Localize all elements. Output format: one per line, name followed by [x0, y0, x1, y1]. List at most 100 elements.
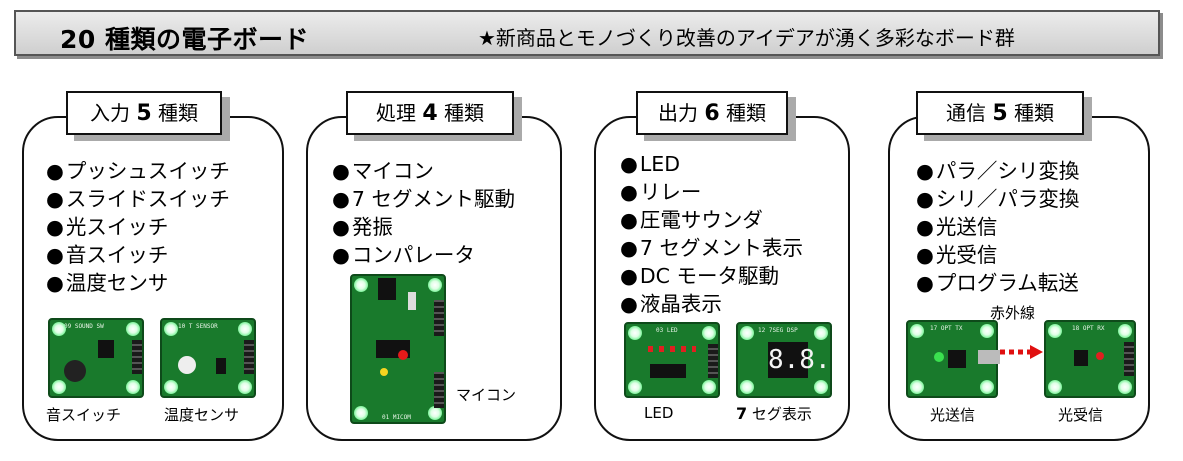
led — [428, 278, 442, 292]
list-item: プッシュスイッチ — [46, 157, 230, 185]
micom-board: 01 MICOM — [350, 274, 446, 424]
tab-processing: 処理 4 種類 — [346, 91, 514, 135]
list-item: 圧電サウンダ — [620, 206, 803, 234]
communication-list: パラ／シリ変換 シリ／パラ変換 光送信 光受信 プログラム転送 — [916, 157, 1080, 297]
pin-header — [244, 340, 254, 374]
pin-header — [434, 372, 444, 408]
infrared-arrow-icon — [1000, 345, 1043, 359]
led — [628, 326, 642, 340]
list-item: 温度センサ — [46, 269, 230, 297]
list-item: プログラム転送 — [916, 269, 1079, 297]
status-led — [398, 350, 408, 360]
tab-output-count: 6 — [704, 101, 720, 126]
slide-switch — [408, 292, 416, 310]
list-item: 光スイッチ — [46, 213, 230, 241]
sound-switch-board: 09 SOUND SW — [48, 318, 144, 398]
tab-input: 入力 5 種類 — [66, 91, 222, 135]
list-item: リレー — [620, 178, 803, 206]
led — [910, 380, 924, 394]
led — [126, 322, 140, 336]
led — [354, 406, 368, 420]
led — [238, 380, 252, 394]
caption-opt-tx: 光送信 — [930, 406, 976, 424]
list-item: 音スイッチ — [46, 241, 230, 269]
title-banner: 20 種類の電子ボード ★新商品とモノづくり改善のアイデアが湧く多彩なボード群 — [14, 10, 1160, 56]
caption-seven-seg: 7 セグ表示 — [736, 404, 812, 423]
list-item: 光送信 — [916, 213, 1079, 241]
led — [702, 326, 716, 340]
led — [980, 324, 994, 338]
list-item: パラ／シリ変換 — [916, 157, 1080, 185]
banner-subtitle: ★新商品とモノづくり改善のアイデアが湧く多彩なボード群 — [478, 26, 1015, 50]
led — [354, 278, 368, 292]
caption-sound-switch: 音スイッチ — [46, 406, 122, 424]
green-led — [934, 352, 944, 362]
led — [740, 380, 754, 394]
tab-input-count: 5 — [136, 101, 152, 126]
opt-tx-board: 17 OPT TX — [906, 320, 1000, 398]
list-item: マイコン — [332, 157, 515, 185]
seven-seg-board: 12 7SEG DSP 8.8. — [736, 322, 832, 398]
led — [52, 322, 66, 336]
caption-micom: マイコン — [456, 386, 517, 404]
power-jack — [378, 278, 396, 300]
microphone — [64, 360, 86, 382]
pin-header — [132, 340, 142, 374]
opt-rx-board: 18 OPT RX — [1044, 320, 1136, 398]
led — [1118, 324, 1132, 338]
chip — [650, 364, 686, 378]
chip — [216, 358, 226, 374]
list-item: 7 セグメント表示 — [620, 234, 803, 262]
led — [702, 380, 716, 394]
ir-emitter — [978, 350, 1000, 364]
output-list: LED リレー 圧電サウンダ 7 セグメント表示 DC モータ駆動 液晶表示 — [620, 150, 803, 318]
list-item: コンパレータ — [332, 241, 515, 269]
led — [1118, 380, 1132, 394]
list-item: スライドスイッチ — [46, 185, 230, 213]
led — [980, 380, 994, 394]
processing-list: マイコン 7 セグメント駆動 発振 コンパレータ — [332, 157, 515, 269]
list-item: 光受信 — [916, 241, 1079, 269]
led — [238, 322, 252, 336]
tab-communication: 通信 5 種類 — [916, 91, 1084, 135]
ir-receiver — [1074, 350, 1088, 366]
pin-header — [708, 344, 718, 378]
red-led — [1096, 352, 1104, 360]
led — [164, 380, 178, 394]
tab-output: 出力 6 種類 — [636, 91, 788, 135]
chip — [948, 350, 966, 368]
list-item: DC モータ駆動 — [620, 262, 803, 290]
list-item: 液晶表示 — [620, 290, 803, 318]
temp-sensor-board: 10 T SENSOR — [160, 318, 256, 398]
led — [52, 380, 66, 394]
led — [164, 322, 178, 336]
infrared-label: 赤外線 — [990, 304, 1036, 322]
red-led-row — [648, 346, 696, 352]
caption-opt-rx: 光受信 — [1058, 406, 1104, 424]
banner-title: 20 種類の電子ボード — [60, 25, 309, 54]
list-item: シリ／パラ変換 — [916, 185, 1080, 213]
pin-header — [1124, 342, 1134, 376]
led — [1048, 324, 1062, 338]
led — [814, 326, 828, 340]
led-board: 03 LED — [624, 322, 720, 398]
pin-header — [434, 300, 444, 336]
yellow-led — [380, 368, 388, 376]
tab-processing-count: 4 — [422, 101, 438, 126]
led — [740, 326, 754, 340]
led — [814, 380, 828, 394]
led — [428, 406, 442, 420]
list-item: 7 セグメント駆動 — [332, 185, 515, 213]
led — [1048, 380, 1062, 394]
caption-temp-sensor: 温度センサ — [164, 406, 240, 424]
seven-seg-display: 8.8. — [768, 342, 831, 378]
sensor — [178, 356, 196, 374]
led — [910, 324, 924, 338]
led — [628, 380, 642, 394]
chip — [98, 340, 114, 358]
caption-led: LED — [644, 404, 674, 422]
tab-communication-count: 5 — [992, 101, 1008, 126]
input-list: プッシュスイッチ スライドスイッチ 光スイッチ 音スイッチ 温度センサ — [46, 157, 230, 297]
list-item: 発振 — [332, 213, 515, 241]
list-item: LED — [620, 150, 803, 178]
